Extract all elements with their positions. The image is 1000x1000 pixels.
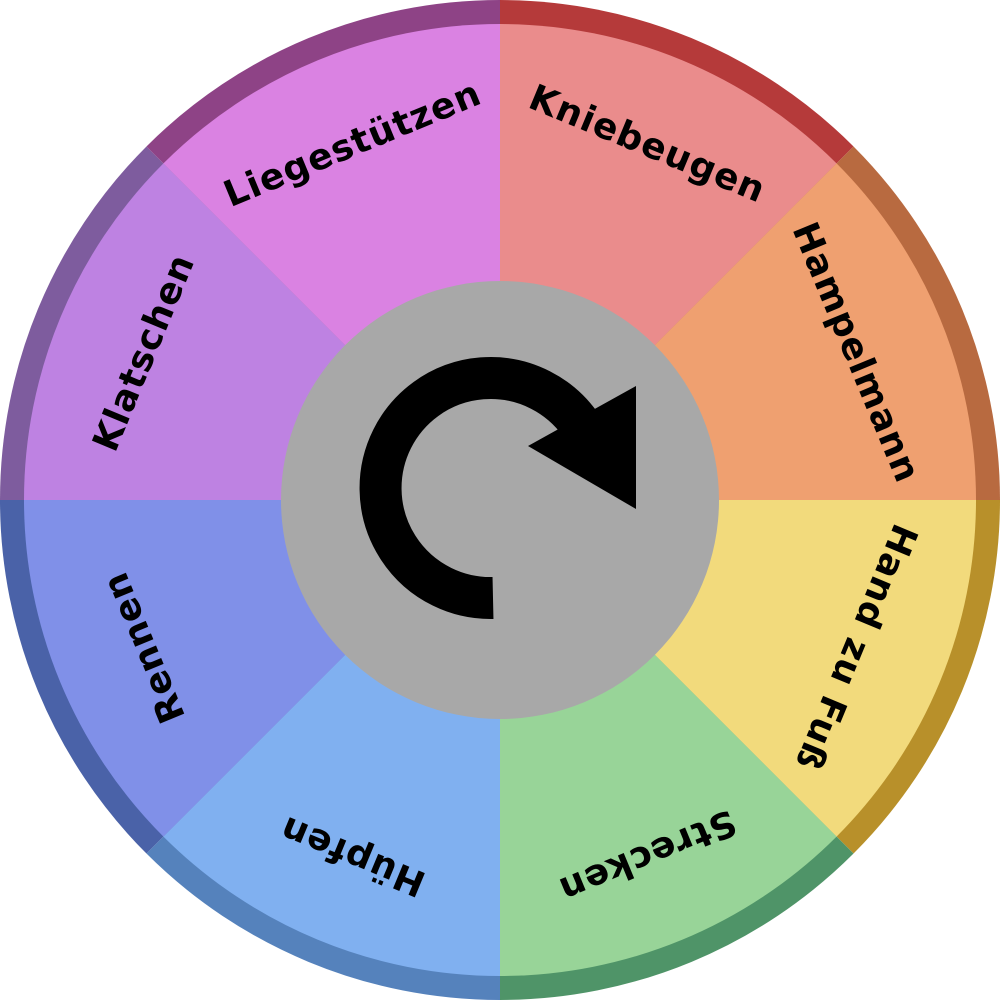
rotate-clockwise-icon	[359, 357, 636, 620]
spin-button[interactable]	[281, 281, 719, 719]
spin-button-disc[interactable]	[281, 281, 719, 719]
